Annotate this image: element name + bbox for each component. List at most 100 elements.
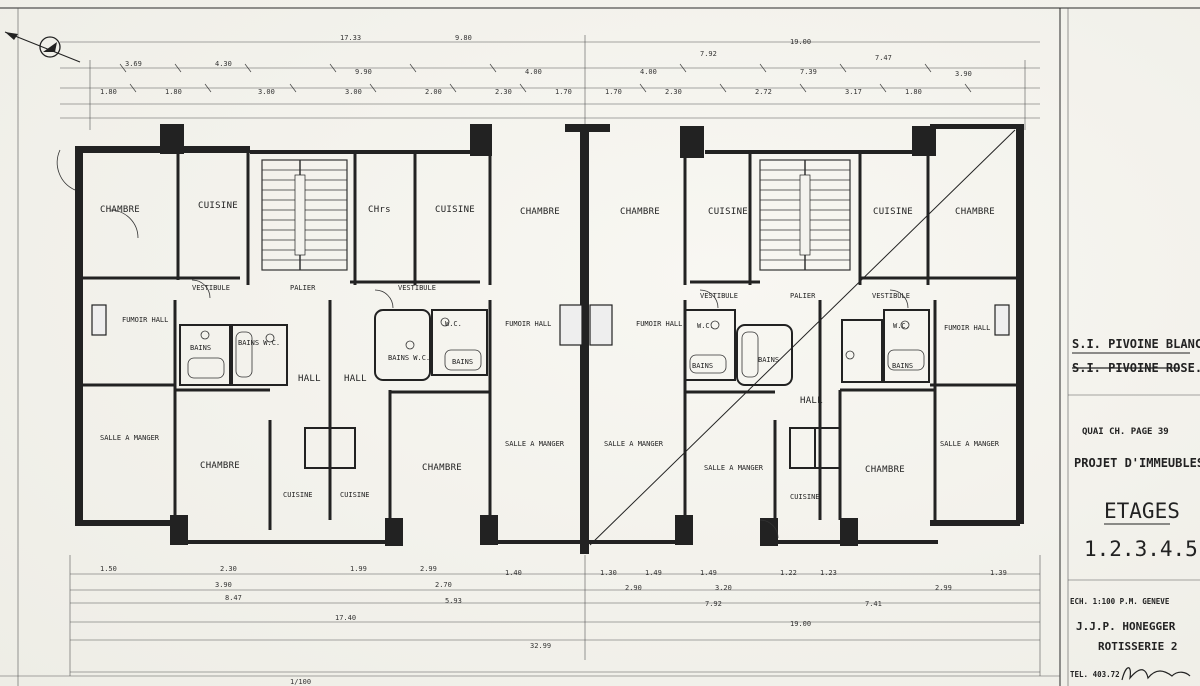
title-line-9: ROTISSERIE 2: [1098, 640, 1177, 653]
dim-bottom-r2-1: 3.90: [215, 581, 232, 589]
interior-walls: [83, 150, 1016, 530]
toilet-icon: [200, 317, 910, 360]
room-bains-3: BAINS: [692, 362, 713, 370]
signature: [1121, 667, 1191, 681]
sanitary-partitions: [179, 309, 930, 469]
frame: [0, 7, 1200, 686]
dim-bottom-7: 1.30: [600, 569, 617, 577]
room-cuisine-5: CUISINE: [283, 491, 313, 499]
outer-walls: [75, 124, 1024, 554]
fireplace-icon: [91, 304, 1010, 346]
title-line-8: J.J.P. HONEGGER: [1076, 620, 1176, 633]
room-chambre-7: CHAMBRE: [865, 465, 905, 475]
room-bains-2: BAINS: [452, 358, 473, 366]
room-fumoir-1: FUMOIR HALL: [122, 316, 168, 324]
room-chambre-1: CHAMBRE: [100, 205, 140, 215]
dim-row3-2: 1.80: [165, 88, 182, 96]
dim-bottom-6: 1.49: [645, 569, 662, 577]
dim-row2-7: 3.90: [955, 70, 972, 78]
room-wc-1: W.C.: [445, 320, 462, 328]
room-cuisine-2: CUISINE: [435, 205, 475, 215]
room-palier-1: PALIER: [290, 284, 316, 292]
dim-row3-10: 2.72: [755, 88, 772, 96]
title-line-3: QUAI CH. PAGE 39: [1082, 427, 1169, 437]
room-fumoir-2: FUMOIR HALL: [505, 320, 551, 328]
dim-bottom-r3-3: 7.92: [705, 600, 722, 608]
north-arrow-icon: [4, 31, 81, 63]
bottom-dimension-labels: 1.50 2.30 1.99 2.99 1.40 1.49 1.30 1.49 …: [100, 565, 1007, 686]
room-salle-5: SALLE A MANGER: [940, 440, 1000, 448]
room-cuisine-3: CUISINE: [708, 207, 748, 217]
dim-total: 32.99: [530, 642, 551, 650]
top-dimension-labels: 17.33 9.80 7.92 19.00 7.47 3.69 4.30 9.9…: [100, 34, 972, 96]
dim-bottom-11: 1.39: [990, 569, 1007, 577]
dim-bottom-r2-5: 2.99: [935, 584, 952, 592]
room-wc-2: W.C.: [697, 322, 714, 330]
dim-bottom-r2-2: 2.70: [435, 581, 452, 589]
dim-top-4: 19.00: [790, 38, 811, 46]
room-cuisine-1: CUISINE: [198, 201, 238, 211]
dim-row2-3: 9.90: [355, 68, 372, 76]
room-palier-2: PALIER: [790, 292, 816, 300]
dim-bottom-r4-2: 19.00: [790, 620, 811, 628]
dim-top-2: 9.80: [455, 34, 472, 42]
dim-row3-9: 2.30: [665, 88, 682, 96]
title-block: S.I. PIVOINE BLANCHE S.I. PIVOINE ROSE. …: [1068, 337, 1200, 681]
title-line-1: S.I. PIVOINE BLANCHE: [1072, 337, 1200, 351]
room-vestibule-4: VESTIBULE: [872, 292, 910, 300]
dim-top-1: 17.33: [340, 34, 361, 42]
room-chambre-6: CHAMBRE: [422, 463, 462, 473]
scale-label: 1/100: [290, 678, 311, 686]
room-chambre-5: CHAMBRE: [200, 461, 240, 471]
dim-row3-3: 3.00: [258, 88, 275, 96]
room-chambre-3: CHAMBRE: [620, 207, 660, 217]
room-chambre-4: CHAMBRE: [955, 207, 995, 217]
dim-row3-5: 2.00: [425, 88, 442, 96]
room-vestibule-2: VESTIBULE: [398, 284, 436, 292]
room-chambre-2: CHAMBRE: [520, 207, 560, 217]
dim-row2-1: 3.69: [125, 60, 142, 68]
room-labels: CHAMBRE CUISINE CHrs CUISINE CHAMBRE CHA…: [100, 201, 1000, 501]
room-bains-wc-1: BAINS W.C.: [238, 339, 280, 347]
dim-bottom-5: 1.40: [505, 569, 522, 577]
dim-bottom-3: 1.99: [350, 565, 367, 573]
dim-row3-4: 3.00: [345, 88, 362, 96]
door-swings: [56, 149, 909, 539]
dim-row2-2: 4.30: [215, 60, 232, 68]
dim-row2-4: 4.00: [525, 68, 542, 76]
room-cuisine-6: CUISINE: [340, 491, 370, 499]
dim-row2-6: 7.39: [800, 68, 817, 76]
room-cuisine-4: CUISINE: [873, 207, 913, 217]
room-fumoir-3: FUMOIR HALL: [636, 320, 682, 328]
room-salle-2: SALLE A MANGER: [505, 440, 565, 448]
dim-bottom-2: 2.30: [220, 565, 237, 573]
dim-bottom-4: 2.99: [420, 565, 437, 573]
room-chambre-small: CHrs: [368, 205, 391, 215]
dim-row2-5: 4.00: [640, 68, 657, 76]
room-salle-3: SALLE A MANGER: [604, 440, 664, 448]
room-salle-4: SALLE A MANGER: [704, 464, 764, 472]
dim-row3-8: 1.70: [605, 88, 622, 96]
bottom-dimension-lines: [69, 555, 1041, 676]
title-line-10: TEL. 403.72: [1070, 670, 1120, 679]
dim-bottom-10: 1.23: [820, 569, 837, 577]
title-line-5: ETAGES: [1104, 499, 1180, 523]
dim-bottom-r3-4: 7.41: [865, 600, 882, 608]
room-cuisine-7: CUISINE: [790, 493, 820, 501]
dim-row3-7: 1.70: [555, 88, 572, 96]
diagonal-cross-line: [589, 129, 1016, 546]
bathtub-icon: [187, 331, 925, 379]
staircase-right: [759, 159, 851, 271]
title-line-4: PROJET D'IMMEUBLES: [1074, 456, 1200, 470]
dim-bottom-r3-2: 5.93: [445, 597, 462, 605]
room-hall-3: HALL: [800, 396, 823, 406]
title-line-7: ECH. 1:100 P.M. GENEVE: [1070, 597, 1170, 606]
room-bains-5: BAINS: [892, 362, 913, 370]
dim-bottom-r3-1: 8.47: [225, 594, 242, 602]
dim-top-5: 7.47: [875, 54, 892, 62]
dim-row3-11: 3.17: [845, 88, 862, 96]
room-salle-1: SALLE A MANGER: [100, 434, 160, 442]
dim-row3-1: 1.80: [100, 88, 117, 96]
